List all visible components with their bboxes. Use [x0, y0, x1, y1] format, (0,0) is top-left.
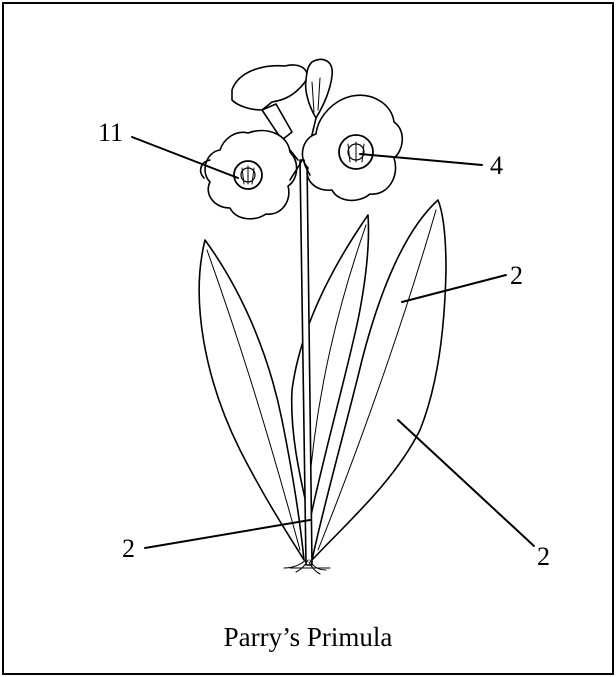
diagram-caption: Parry’s Primula — [0, 622, 616, 653]
callout-label-flower-left: 11 — [98, 120, 123, 146]
leader-line-leaf-right-lower — [398, 420, 534, 546]
leader-line-stem-base — [145, 520, 310, 548]
leaf-left — [199, 240, 304, 560]
callout-label-flower-right-center: 4 — [490, 153, 503, 179]
roots — [284, 560, 330, 574]
callout-label-leaf-right-upper: 2 — [510, 263, 523, 289]
callout-label-leaf-right-lower: 2 — [537, 544, 550, 570]
flower-left — [201, 131, 302, 219]
callout-label-stem-base: 2 — [122, 536, 135, 562]
